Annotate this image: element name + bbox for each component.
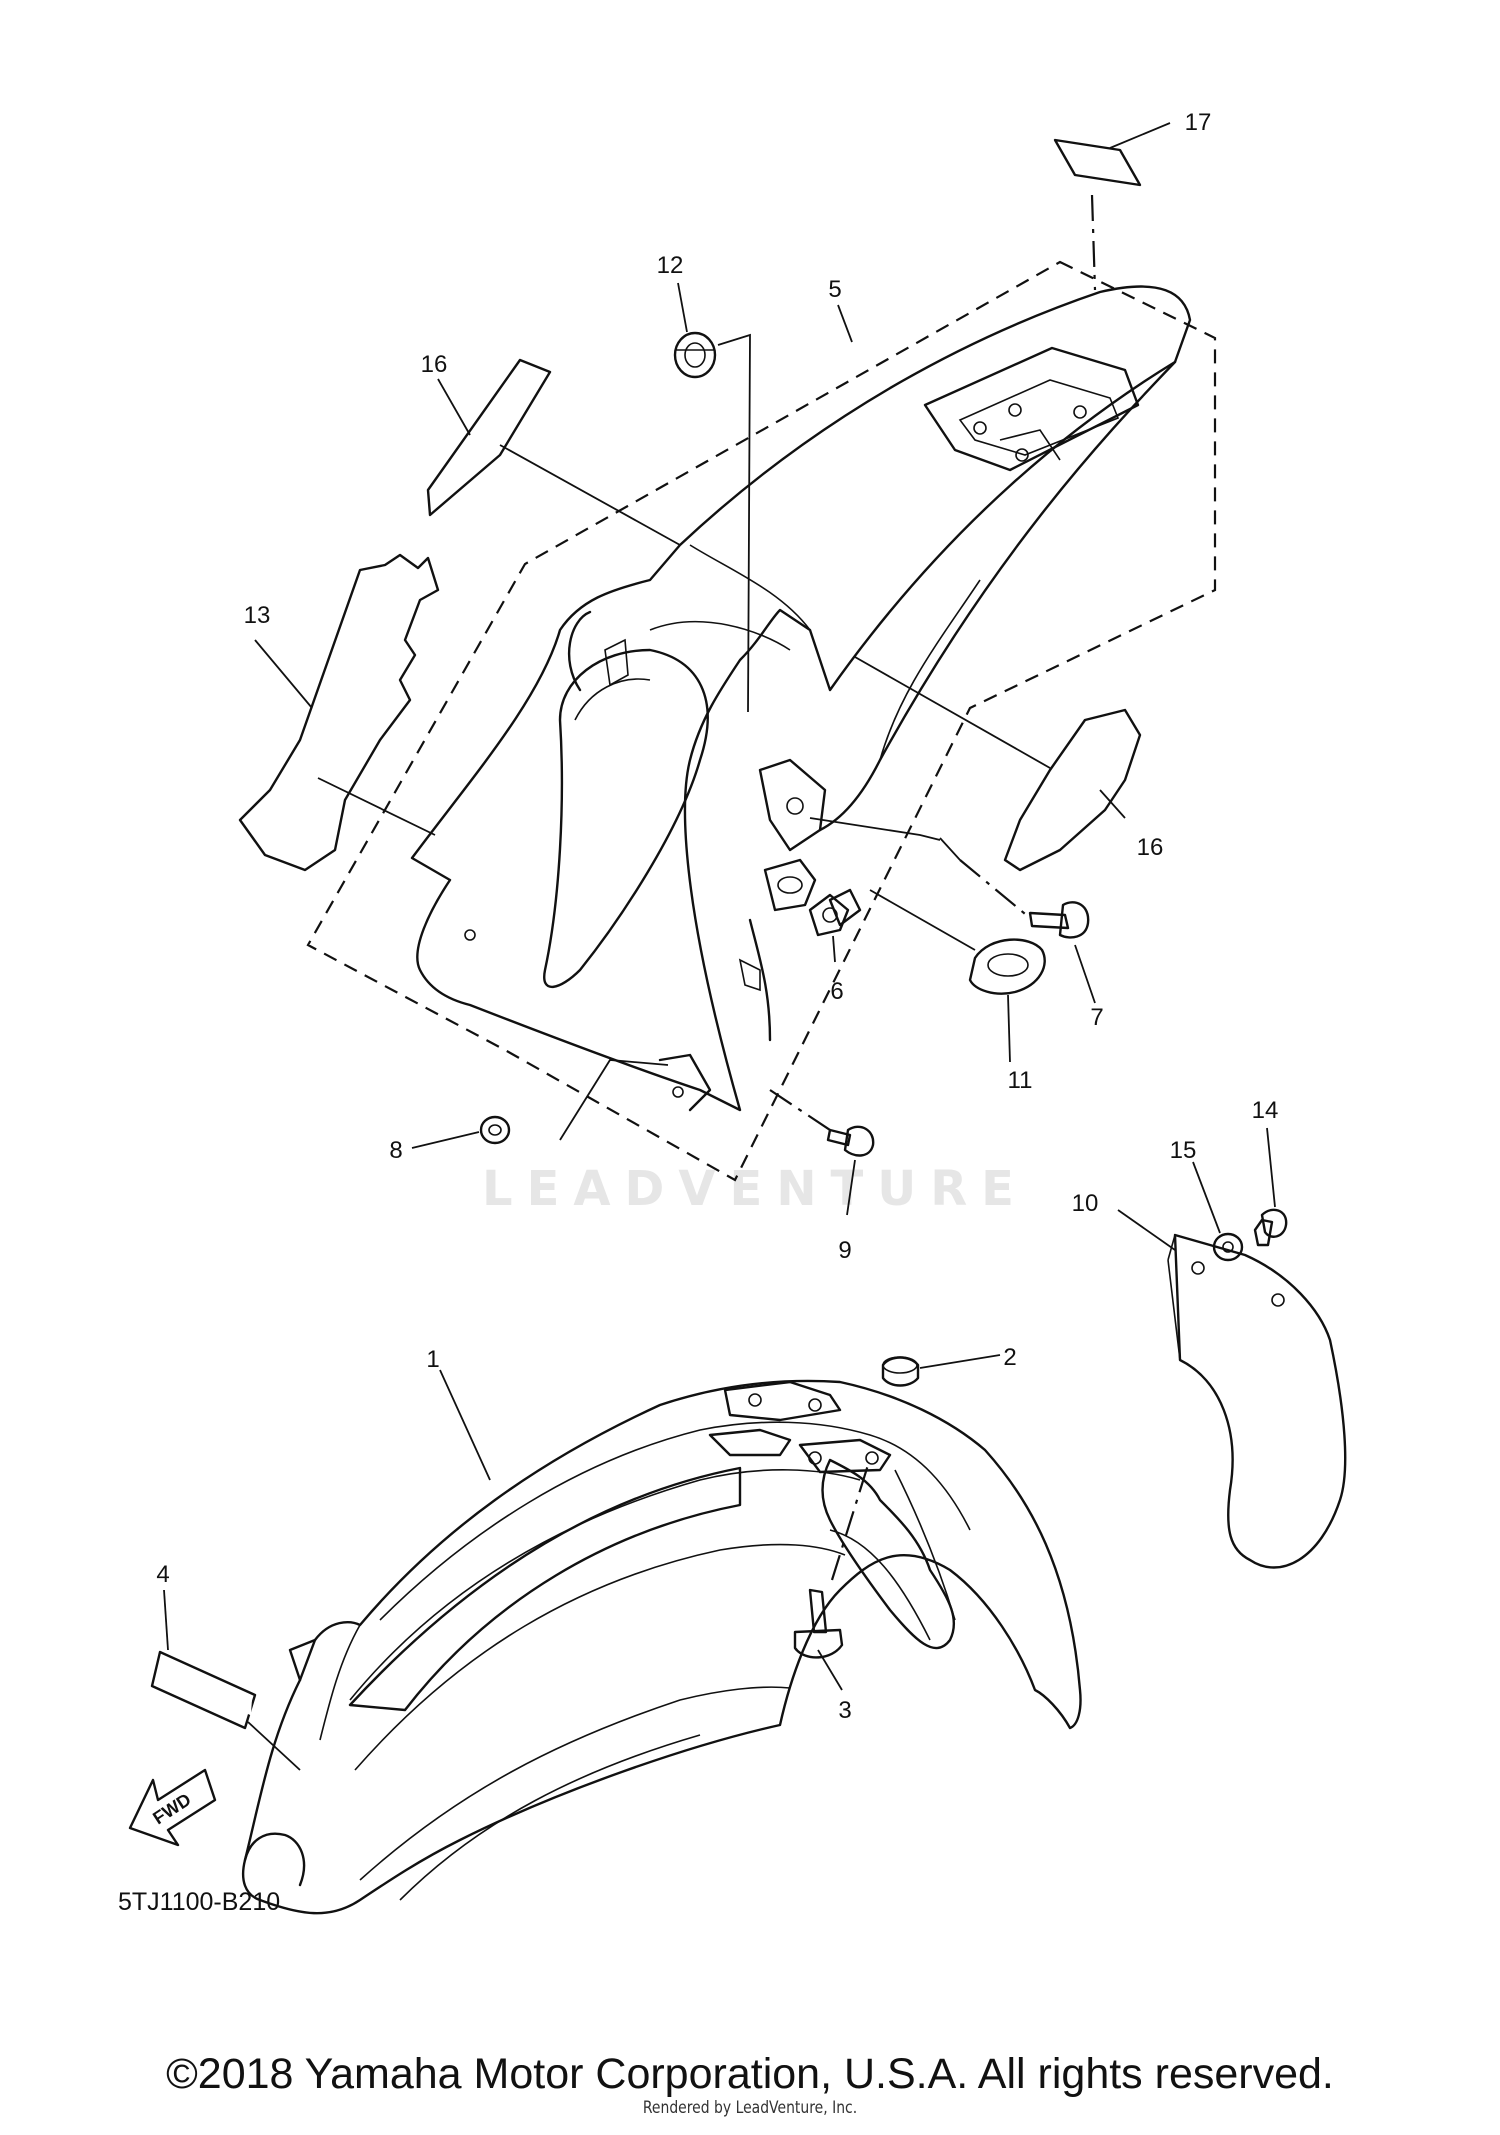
callout-12: 12	[657, 252, 684, 279]
callout-7: 7	[1090, 1004, 1103, 1031]
callout-1: 1	[426, 1346, 439, 1373]
callout-4: 4	[156, 1561, 169, 1588]
svg-text:450: 450	[1068, 740, 1121, 796]
part-1-front-fender	[241, 1379, 1082, 1915]
svg-text:WR: WR	[1011, 792, 1076, 860]
part-14-screw	[1253, 1208, 1288, 1247]
callout-16-upper: 16	[421, 351, 448, 378]
part-13-side-cover	[238, 553, 440, 872]
part-16-decal-upper	[426, 358, 552, 517]
callout-13: 13	[244, 602, 271, 629]
callout-9: 9	[838, 1237, 851, 1264]
part-10-mud-flap	[1167, 1233, 1347, 1569]
part-6-nut	[808, 893, 850, 937]
part-12-grommet	[673, 331, 717, 379]
part-16-decal-wr450: WR 450	[1003, 708, 1142, 872]
part-9-bolt	[826, 1125, 875, 1157]
callout-17: 17	[1185, 109, 1212, 136]
rendered-by-credit: Rendered by LeadVenture, Inc.	[642, 2098, 858, 2118]
part-11-grommet	[968, 938, 1046, 995]
callout-2: 2	[1003, 1344, 1016, 1371]
callout-14: 14	[1252, 1097, 1279, 1124]
diagram-code: 5TJ1100-B210	[118, 1888, 280, 1916]
part-2-grommet	[881, 1356, 920, 1387]
callout-10: 10	[1072, 1190, 1099, 1217]
callout-6: 6	[830, 978, 843, 1005]
callout-5: 5	[828, 276, 841, 303]
assembly-box	[306, 260, 1217, 1182]
part-4-yamaha-decal: YAMAHA	[150, 1650, 260, 1730]
fwd-arrow-icon: FWD	[128, 1768, 217, 1847]
part-8-collar	[479, 1115, 511, 1145]
part-17-label-strip	[1053, 138, 1142, 291]
part-7-bolt	[1028, 901, 1090, 939]
callout-8: 8	[389, 1137, 402, 1164]
callout-16-right: 16	[1137, 834, 1164, 861]
part-3-bolt	[793, 1464, 870, 1659]
callout-11: 11	[1008, 1067, 1033, 1094]
part-15-washer	[1212, 1232, 1244, 1262]
callout-15: 15	[1170, 1137, 1197, 1164]
part-5-rear-fender	[410, 285, 1192, 1112]
copyright-notice: ©2018 Yamaha Motor Corporation, U.S.A. A…	[166, 2050, 1334, 2098]
callout-3: 3	[838, 1697, 851, 1724]
watermark: LEADVENTURE	[482, 1161, 1028, 1217]
